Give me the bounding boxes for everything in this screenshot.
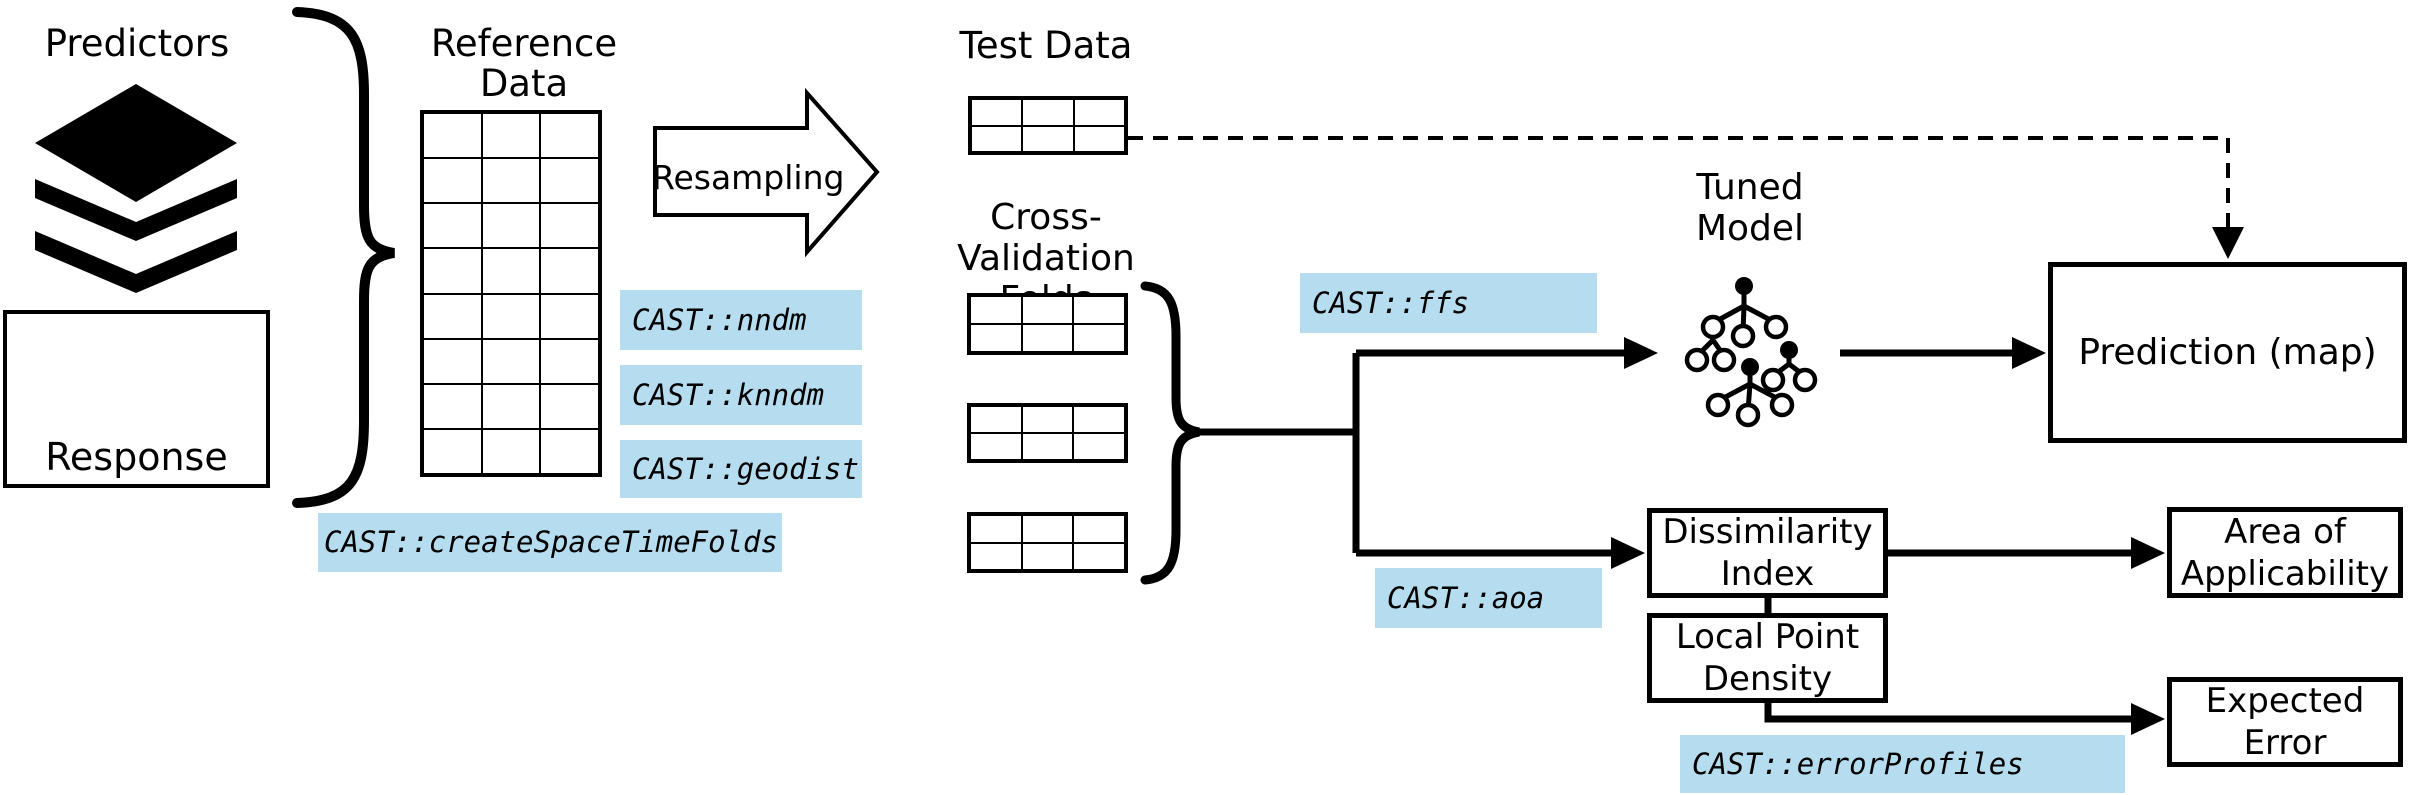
folds-brace <box>1140 281 1200 585</box>
resampling-arrow <box>653 87 880 258</box>
reference-data-grid <box>420 110 602 477</box>
tuned-model-label: Tuned Model <box>1650 167 1850 249</box>
fn-nndm-label: CAST::nndm <box>620 290 862 350</box>
test-data-label: Test Data <box>959 24 1133 67</box>
test-data-grid <box>968 96 1128 155</box>
fn-ffs-label: CAST::ffs <box>1300 273 1597 333</box>
fold-grid-1 <box>967 293 1128 355</box>
dissimilarity-index-line1: Dissimilarity <box>1662 512 1873 552</box>
inputs-brace <box>292 7 395 508</box>
response-box: Response <box>3 310 270 488</box>
flow-lines <box>1196 349 2135 723</box>
tuned-model-label-line2: Model <box>1695 208 1805 249</box>
resampling-label: Resampling <box>652 158 845 197</box>
flow-arrowheads <box>1611 337 2165 735</box>
response-label: Response <box>45 435 228 479</box>
area-of-applicability-box: Area of Applicability <box>2167 507 2403 598</box>
prediction-label: Prediction (map) <box>2078 331 2377 373</box>
fold-grid-3 <box>967 512 1128 573</box>
local-point-density-line2: Density <box>1702 659 1833 699</box>
predictors-label: Predictors <box>44 22 230 65</box>
expected-error-line2: Error <box>2243 723 2327 763</box>
expected-error-box: Expected Error <box>2167 677 2403 767</box>
fn-knndm-label: CAST::knndm <box>620 365 862 425</box>
cv-folds-label-line1: Cross-Validation <box>957 197 1135 279</box>
reference-data-label: Reference Data <box>430 22 618 105</box>
area-of-applicability-line1: Area of <box>2224 511 2346 552</box>
prediction-box: Prediction (map) <box>2048 262 2407 443</box>
area-of-applicability-line2: Applicability <box>2180 553 2390 594</box>
fn-aoa-label: CAST::aoa <box>1375 568 1602 628</box>
dissimilarity-index-line2: Index <box>1720 554 1815 594</box>
expected-error-line1: Expected <box>2205 681 2365 721</box>
fn-createspacetimefolds-label: CAST::createSpaceTimeFolds <box>318 513 782 572</box>
tuned-model-label-line1: Tuned <box>1696 167 1804 208</box>
fn-geodist-label: CAST::geodist <box>620 440 862 498</box>
dissimilarity-index-box: Dissimilarity Index <box>1647 508 1888 598</box>
layers-icon <box>35 84 237 293</box>
local-point-density-line1: Local Point <box>1675 617 1860 657</box>
cv-folds-label: Cross-Validation Folds <box>906 197 1186 320</box>
fold-grid-2 <box>967 403 1128 463</box>
tree-model-icon <box>1684 277 1818 428</box>
fn-errorprofiles-label: CAST::errorProfiles <box>1680 735 2125 793</box>
test-data-feedback-dashed-arrow <box>1128 136 2244 259</box>
local-point-density-box: Local Point Density <box>1647 613 1888 703</box>
